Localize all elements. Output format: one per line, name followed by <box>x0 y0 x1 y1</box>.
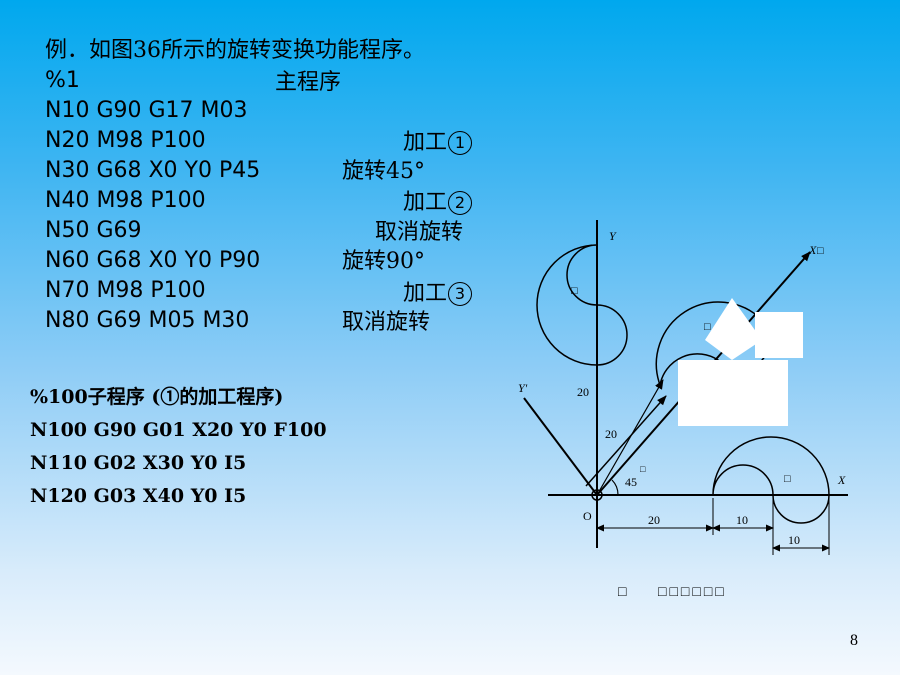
profile-3 <box>536 244 628 366</box>
code-line: N70 M98 P100 <box>45 278 206 303</box>
tool-path-lead <box>596 379 664 496</box>
rotation-diagram: Y X X □ Y' O 45 □ 20 10 10 20 20 □ □ □ □… <box>518 220 848 600</box>
subprogram-line: N120 G03 X40 Y0 I5 <box>30 485 247 507</box>
rotated-y-label: Y' <box>518 381 528 395</box>
subprogram-line: N100 G90 G01 X20 Y0 F100 <box>30 419 327 441</box>
dimension-label: 20 <box>577 385 589 399</box>
code-comment: 取消旋转 <box>342 310 431 335</box>
code-line: N40 M98 P100 <box>45 188 206 213</box>
angle-arc <box>611 479 619 496</box>
subprogram-header: %100子程序 (①的加工程序) <box>30 386 284 408</box>
x-axis-label: X <box>837 473 846 487</box>
figure-caption: □ <box>618 585 627 600</box>
rotated-x-label: X <box>808 243 817 257</box>
circled-number: 3 <box>448 282 473 306</box>
dimension-label: 10 <box>736 513 748 527</box>
code-line: N10 G90 G17 M03 <box>45 98 248 123</box>
main-program-label: 主程序 <box>275 70 342 95</box>
main-program-header: %1 <box>45 68 80 93</box>
code-line: N80 G69 M05 M30 <box>45 308 250 333</box>
code-comment: 旋转90° <box>342 249 425 274</box>
profile-placeholder: □ <box>784 473 791 485</box>
profile-placeholder: □ <box>704 321 711 333</box>
slide-title: 例．如图36所示的旋转变换功能程序。 <box>45 38 425 63</box>
profile-placeholder: □ <box>571 285 578 297</box>
subprogram-line: N110 G02 X30 Y0 I5 <box>30 452 247 474</box>
rotated-x-placeholder: □ <box>817 245 824 257</box>
origin-label: O <box>583 509 592 523</box>
code-line: N20 M98 P100 <box>45 128 206 153</box>
code-line: N30 G68 X0 Y0 P45 <box>45 158 261 183</box>
figure-caption: □□□□□□ <box>658 585 727 600</box>
rotated-y-axis <box>523 397 598 496</box>
y-axis-label: Y <box>609 229 617 243</box>
code-line: N50 G69 <box>45 218 142 243</box>
dimension-label: 10 <box>788 533 800 547</box>
dimension-label: 20 <box>605 427 617 441</box>
rotated-inner-line <box>585 395 667 487</box>
circled-number: 2 <box>448 191 473 215</box>
dimension-label: 20 <box>648 513 660 527</box>
profile-1 <box>712 436 830 524</box>
code-line: N60 G68 X0 Y0 P90 <box>45 248 261 273</box>
angle-placeholder: □ <box>640 464 646 474</box>
angle-label: 45 <box>625 475 637 489</box>
page-number: 8 <box>850 632 858 649</box>
circled-number: 1 <box>448 131 473 155</box>
code-comment: 取消旋转 <box>375 220 464 245</box>
code-comment: 旋转45° <box>342 159 425 184</box>
